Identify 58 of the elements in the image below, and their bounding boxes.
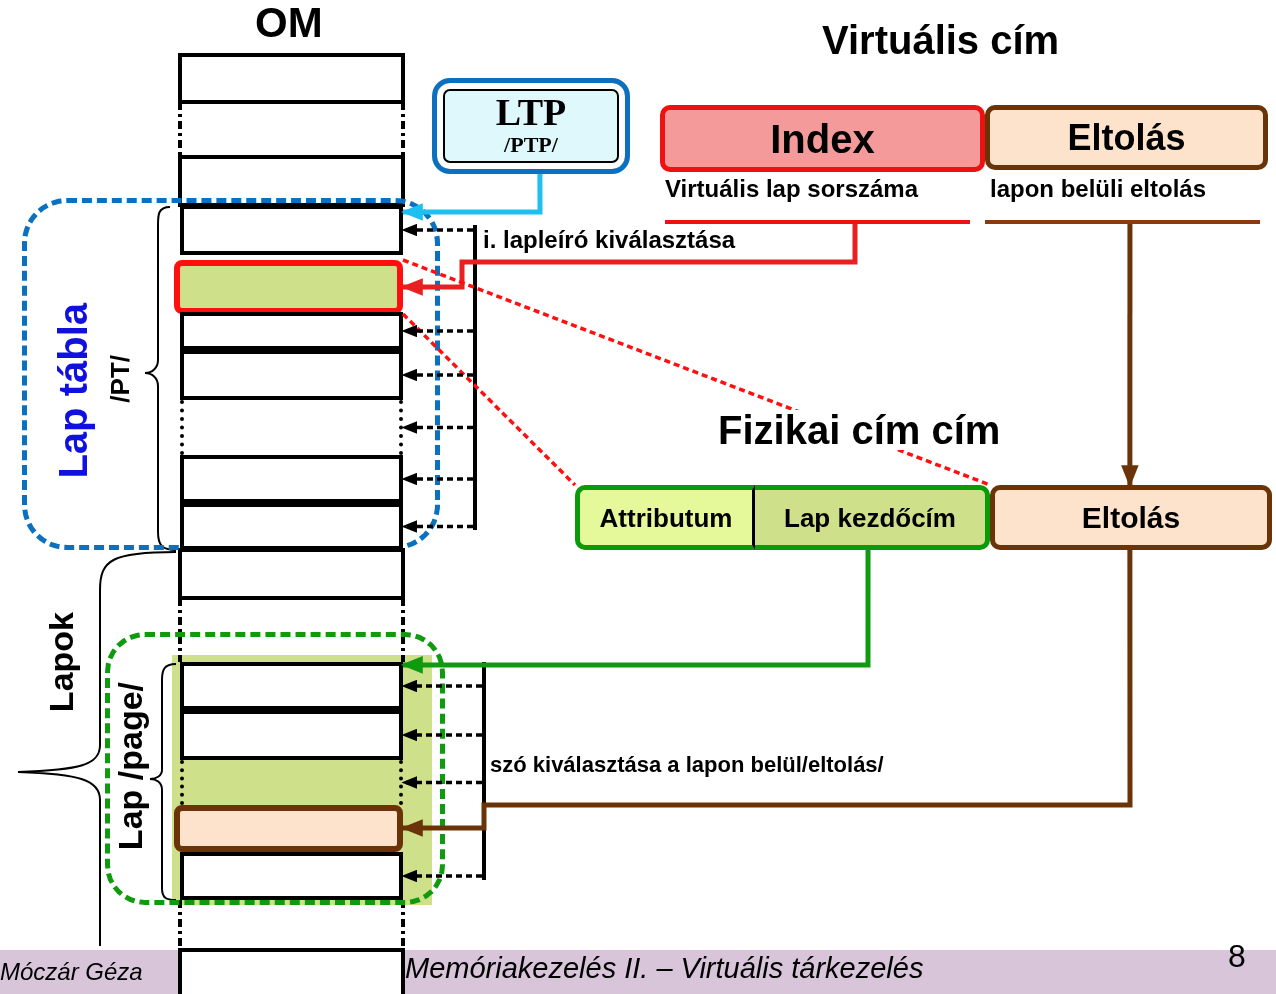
dotted-arrow bbox=[401, 728, 482, 742]
page-region bbox=[105, 632, 445, 905]
memory-row bbox=[180, 852, 403, 900]
field-label: Attributum bbox=[599, 504, 733, 531]
arrow bbox=[1121, 224, 1139, 488]
table-row bbox=[180, 503, 403, 550]
dotted-arrow bbox=[401, 472, 473, 486]
table-row bbox=[180, 350, 403, 400]
edge-label: i. lapleíró kiválasztása bbox=[481, 228, 738, 252]
footer-title: Memóriakezelés II. – Virtuális tárkezelés bbox=[405, 954, 924, 983]
address-field bbox=[985, 105, 1268, 170]
table-row bbox=[180, 205, 403, 255]
arrow bbox=[400, 224, 858, 296]
field-caption: lapon belüli eltolás bbox=[990, 177, 1207, 201]
section-title: Fizikai cím cím bbox=[718, 410, 1001, 450]
dotted-arrow bbox=[401, 520, 473, 533]
underline-bar bbox=[665, 220, 970, 224]
memory-row bbox=[180, 710, 403, 760]
dotted-arrow bbox=[401, 776, 482, 789]
table-entry bbox=[174, 260, 403, 314]
register-label: /PTP/ bbox=[504, 131, 558, 159]
dotted-arrow bbox=[401, 223, 473, 237]
table-row bbox=[180, 455, 403, 503]
region-label: Lap tábla bbox=[53, 303, 93, 479]
footer-author: Móczár Géza bbox=[0, 960, 143, 984]
dotted-arrow bbox=[401, 869, 482, 883]
field-label: Eltolás bbox=[1067, 119, 1186, 156]
register-label: LTP bbox=[495, 93, 567, 132]
group-label: Lapok bbox=[44, 612, 78, 713]
dotted-arrow bbox=[401, 368, 473, 382]
arrow bbox=[400, 174, 543, 221]
dotted-arrow bbox=[401, 324, 473, 338]
field-label: Lap kezdőcím bbox=[784, 504, 956, 531]
page-number: 8 bbox=[1228, 940, 1246, 972]
register-box bbox=[432, 78, 630, 174]
field-caption: Virtuális lap sorszáma bbox=[665, 177, 918, 201]
memory-row bbox=[180, 662, 403, 710]
edge-label: szó kiválasztása a lapon belül/eltolás/ bbox=[488, 754, 886, 776]
memory-word bbox=[174, 805, 403, 852]
offset-field bbox=[990, 485, 1272, 550]
page-table-region bbox=[22, 198, 440, 550]
attribute-field bbox=[575, 485, 755, 550]
field-label: Eltolás bbox=[1081, 502, 1181, 533]
region-label: /PT/ bbox=[107, 355, 133, 403]
table-row bbox=[180, 312, 403, 350]
dashed-line bbox=[401, 312, 577, 487]
region-label: Lap /page/ bbox=[113, 682, 147, 851]
section-title: Virtuális cím bbox=[822, 20, 1060, 60]
arrow bbox=[400, 550, 871, 674]
underline-bar bbox=[985, 220, 1260, 224]
dotted-arrow bbox=[401, 679, 482, 693]
field-label: Index bbox=[770, 118, 875, 159]
column-title: OM bbox=[255, 2, 323, 44]
bus-bar bbox=[473, 225, 477, 530]
arrow bbox=[400, 550, 1133, 837]
base-address-field bbox=[755, 485, 990, 550]
dotted-arrow bbox=[401, 421, 473, 434]
address-field bbox=[660, 105, 985, 172]
